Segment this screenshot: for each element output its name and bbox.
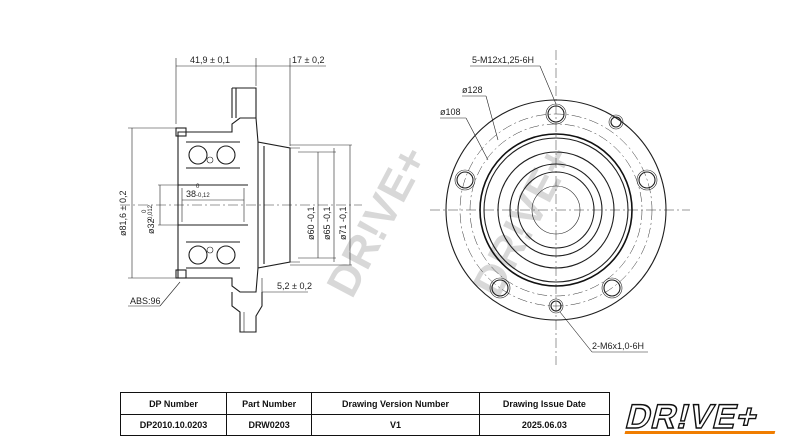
pcd-108: ø108 [440, 107, 461, 117]
header-dp-number: DP Number [121, 393, 227, 415]
header-part-number: Part Number [226, 393, 313, 415]
dim-bearing-width-main: 38 [186, 189, 196, 199]
header-drawing-version: Drawing Version Number [311, 393, 480, 415]
small-hole-2 [548, 298, 564, 314]
dim-bore-main: ø32 [146, 218, 156, 234]
front-view: 5-M12x1,25-6H ø128 ø108 2-M6x1,0-6H [430, 50, 690, 365]
side-section-view: 41,9 ± 0,1 17 ± 0,2 ø81,6 ± 0,2 ø32 0 -0… [118, 55, 362, 333]
thread-main-holes: 5-M12x1,25-6H [472, 55, 534, 65]
pcd-128: ø128 [462, 85, 483, 95]
svg-text:DR!VE+: DR!VE+ [318, 138, 438, 305]
dim-bearing-width-tol-upper: 0 [196, 184, 200, 190]
dim-width-total: 41,9 ± 0,1 [190, 55, 230, 65]
brand-logo-text: DR!VE+ [622, 398, 763, 435]
technical-drawing: DR!VE+ DR!VE+ [118, 50, 690, 365]
title-block: DP Number Part Number Drawing Version Nu… [120, 392, 611, 436]
bolt-hole-4 [489, 277, 511, 299]
title-block-value-row: DP2010.10.0203 DRW0203 V1 2025.06.03 [121, 414, 611, 436]
brand-accent-bar [624, 431, 776, 434]
brand-logo: DR!VE+ [621, 398, 776, 436]
dim-bore-tol-upper: 0 [142, 209, 148, 213]
abs-label: ABS:96 [130, 296, 161, 306]
thread-small-holes: 2-M6x1,0-6H [592, 341, 644, 351]
value-part-number: DRW0203 [226, 414, 313, 436]
watermark-side: DR!VE+ [318, 138, 438, 305]
dim-abs-gap: 5,2 ± 0,2 [277, 281, 312, 291]
header-drawing-issue-date: Drawing Issue Date [479, 393, 611, 415]
dim-pilot-65: ø65 -0,1 [322, 206, 332, 240]
bolt-hole-3 [601, 277, 623, 299]
title-block-header-row: DP Number Part Number Drawing Version Nu… [121, 393, 611, 415]
value-dp-number: DP2010.10.0203 [121, 414, 227, 436]
dim-outer-bearing: ø81,6 ± 0,2 [118, 191, 128, 236]
value-drawing-version: V1 [311, 414, 480, 436]
dim-pilot-60: ø60 -0,1 [306, 206, 316, 240]
bolt-hole-2 [636, 169, 658, 191]
title-block-table: DP Number Part Number Drawing Version Nu… [121, 393, 611, 436]
value-drawing-issue-date: 2025.06.03 [479, 414, 611, 436]
bolt-hole-5 [454, 169, 476, 191]
dim-bearing-width-tol-lower: -0,12 [196, 193, 210, 199]
small-hole-1 [608, 114, 624, 130]
dim-bore-tol-lower: -0,012 [148, 204, 154, 222]
dim-flange-offset: 17 ± 0,2 [292, 55, 324, 65]
dim-pilot-71: ø71 -0,1 [338, 206, 348, 240]
